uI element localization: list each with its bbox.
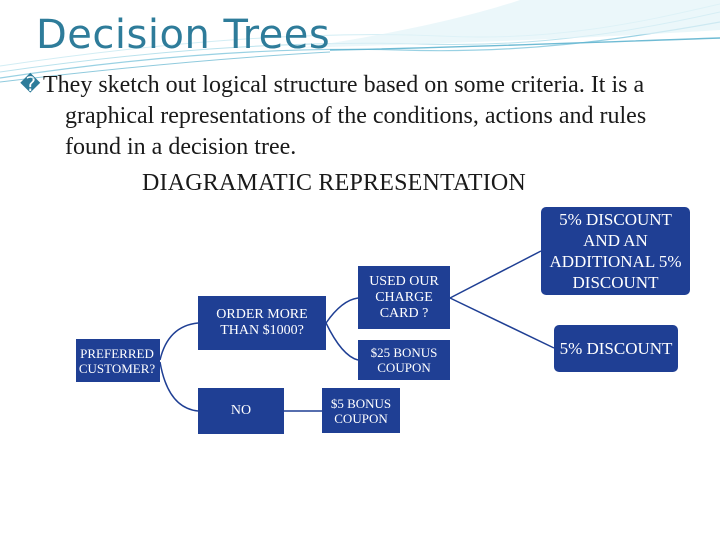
decorative-waves: [0, 0, 720, 83]
connector-charge-discount-additional: [449, 250, 542, 299]
slide-title: Decision Trees: [36, 12, 331, 58]
connector-order-bonus25: [325, 322, 359, 361]
node-discount-5: 5% DISCOUNT: [554, 325, 678, 372]
node-discount-additional: 5% DISCOUNT AND AN ADDITIONAL 5% DISCOUN…: [541, 207, 690, 295]
bullet-icon: �: [20, 74, 41, 96]
connector-preferred-order: [159, 322, 199, 361]
node-preferred-customer: PREFERRED CUSTOMER?: [76, 339, 160, 382]
node-charge-card: USED OUR CHARGE CARD ?: [358, 266, 450, 329]
node-no: NO: [198, 388, 284, 434]
bullet-paragraph: � They sketch out logical structure base…: [20, 70, 700, 163]
connector-order-charge: [325, 297, 359, 324]
connector-charge-discount5: [449, 297, 555, 349]
node-bonus-5: $5 BONUS COUPON: [322, 388, 400, 433]
node-order-more: ORDER MORE THAN $1000?: [198, 296, 326, 350]
diagram-heading: DIAGRAMATIC REPRESENTATION: [142, 170, 526, 196]
node-bonus-25: $25 BONUS COUPON: [358, 340, 450, 380]
connector-preferred-no: [159, 361, 199, 412]
bullet-text: They sketch out logical structure based …: [43, 72, 647, 160]
